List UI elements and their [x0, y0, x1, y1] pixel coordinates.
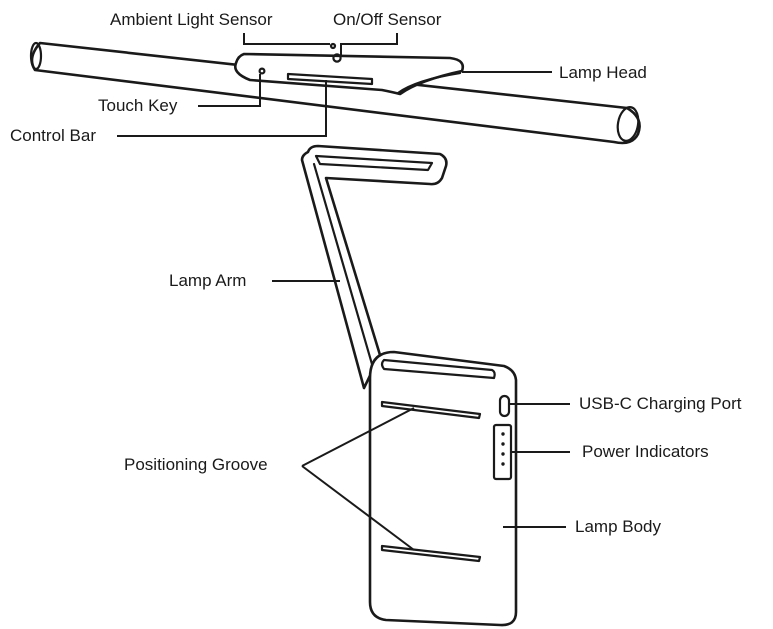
lamp-arm [300, 144, 448, 390]
leader-lines [117, 33, 570, 551]
lamp-head-housing [234, 42, 465, 96]
label-positioning-groove: Positioning Groove [124, 455, 268, 474]
label-power-indicators: Power Indicators [582, 442, 709, 461]
label-usb-c-charging-port: USB-C Charging Port [579, 394, 742, 413]
label-lamp-arm: Lamp Arm [169, 271, 246, 290]
label-lamp-head: Lamp Head [559, 63, 647, 82]
label-lamp-body: Lamp Body [575, 517, 661, 536]
lamp-body [368, 350, 518, 627]
label-ambient-light-sensor: Ambient Light Sensor [110, 10, 273, 29]
labels: Ambient Light Sensor On/Off Sensor Lamp … [10, 10, 742, 536]
label-control-bar: Control Bar [10, 126, 96, 145]
label-touch-key: Touch Key [98, 96, 178, 115]
lamp-head-bar [29, 41, 641, 145]
label-on-off-sensor: On/Off Sensor [333, 10, 442, 29]
